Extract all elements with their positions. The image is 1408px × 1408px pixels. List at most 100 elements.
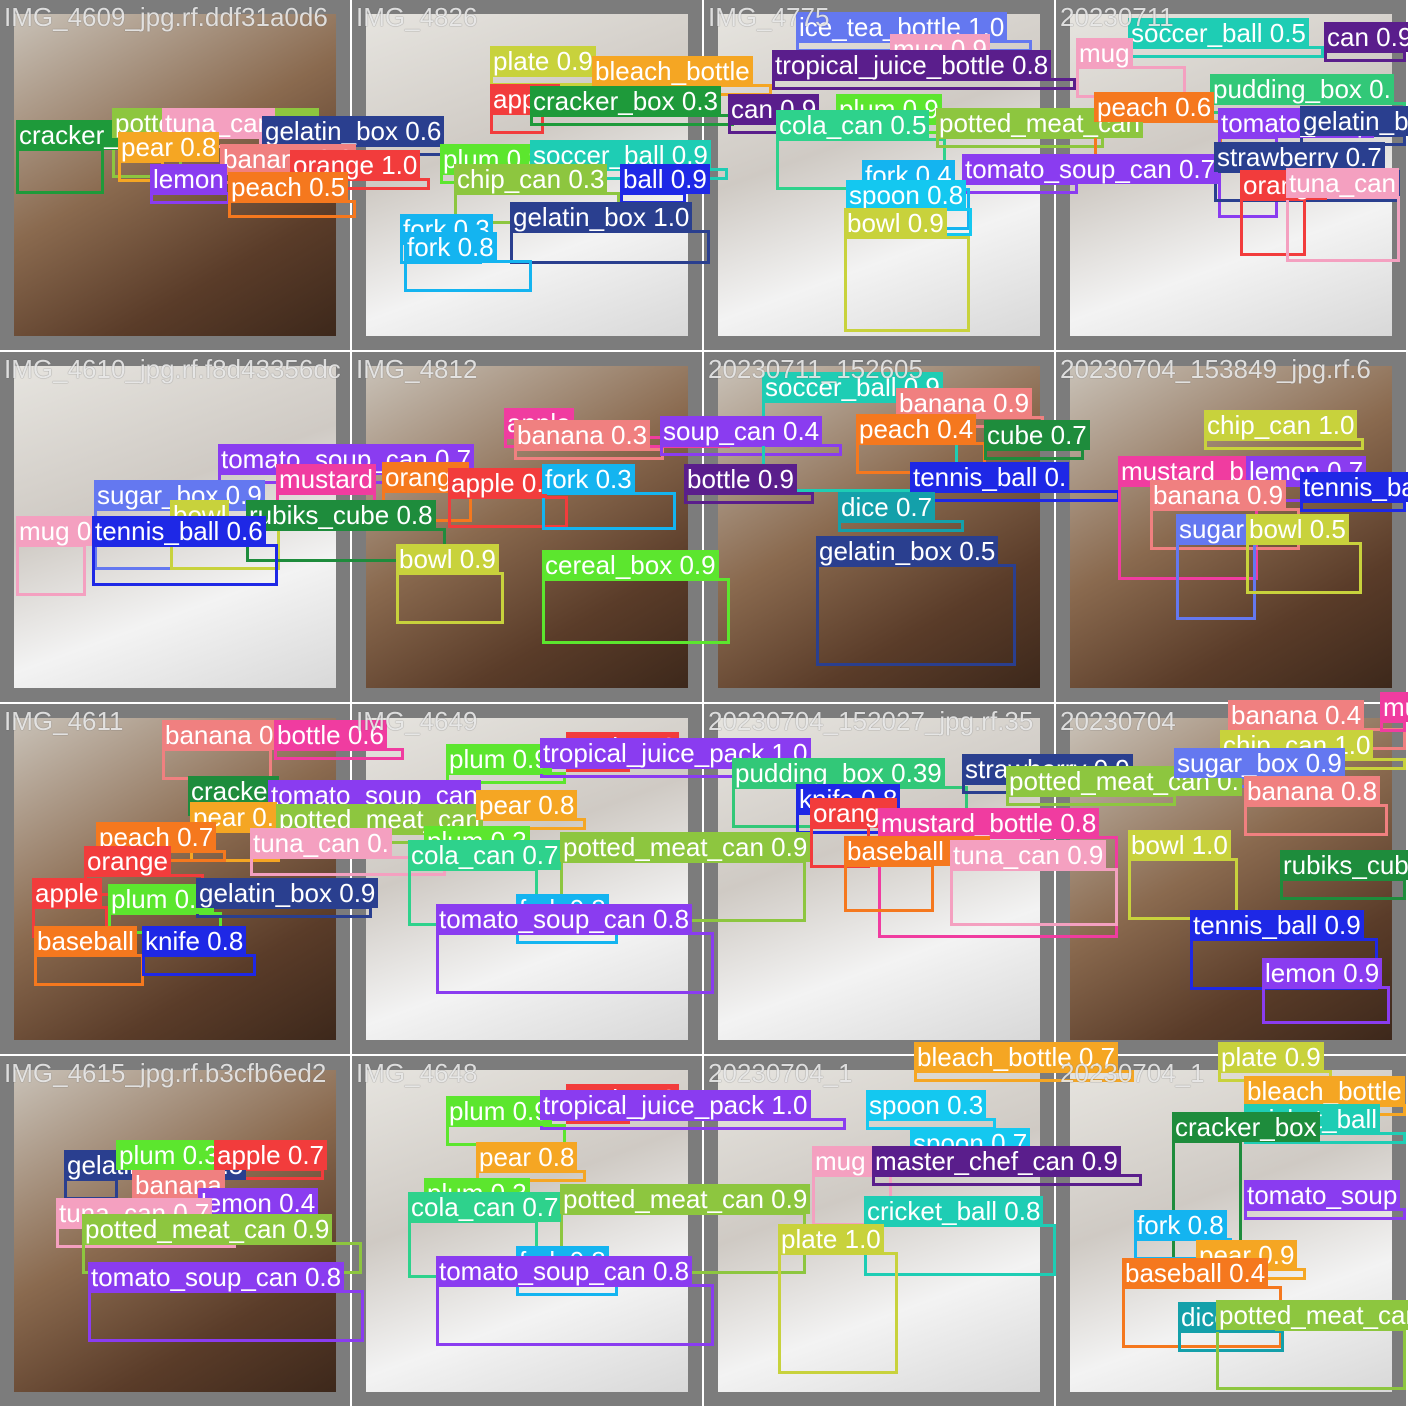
detection-label: plate 0.9 [1218, 1042, 1324, 1072]
detection-score: 0.7 [522, 840, 559, 870]
detection-label: bleach_bottle 0.7 [914, 1042, 1119, 1072]
detection-label: plum 0.9 [446, 744, 552, 774]
detection-class: strawberry [1217, 142, 1339, 172]
detection-class: pear [121, 132, 174, 162]
tile-filename: IMG_4611 [4, 706, 124, 736]
detection-class: bowl [847, 208, 901, 238]
tile-filename: 20230704_152027_jpg.rf.35 [708, 706, 1034, 736]
detection-label: spoon 0.3 [866, 1090, 987, 1120]
detection-score: 1.0 [771, 1090, 808, 1120]
detection-class: lemon [153, 164, 224, 194]
detection-class: sugar [1179, 514, 1245, 544]
detection-label: peach 0.6 [1094, 92, 1215, 122]
detection-label: plum 0.3 [116, 1140, 222, 1170]
detection-class: potted_meat_can [1219, 1300, 1408, 1330]
detection-class: gelatin_box [513, 202, 646, 232]
detection-label: apple 0.7 [214, 1140, 328, 1170]
detection-label: strawberry 0.7 [1214, 142, 1385, 172]
detection-label: cereal_box 0.9 [542, 550, 719, 580]
detection-class: cracker_box [533, 86, 675, 116]
detection-box [228, 200, 356, 218]
detection-class: tennis_ball [1303, 472, 1408, 502]
detection-class: cracker_box [1175, 1112, 1317, 1142]
detection-label: spoon 0.8 [846, 180, 967, 210]
detection-score: 0.6 [405, 116, 442, 146]
detection-box [844, 864, 934, 912]
detection-label: bowl 0.5 [1246, 514, 1349, 544]
tile-filename: IMG_4775 [708, 2, 830, 32]
detection-box [142, 954, 256, 976]
detection-score: 0. [521, 468, 544, 498]
detection-score: 0.7 [1178, 154, 1216, 184]
detection-label: tuna_can [1286, 168, 1399, 198]
detection-class: banana [165, 720, 252, 750]
detection-score: 1.0 [653, 202, 690, 232]
detection-class: lemon [201, 1188, 272, 1218]
detection-label: potted_meat_can [1216, 1300, 1408, 1330]
detection-box [542, 492, 676, 530]
detection-class: gelatin_box [265, 116, 398, 146]
detection-label: pear 0.8 [476, 1142, 578, 1172]
detection-class: plum [111, 884, 168, 914]
detection-score: 0.6 [226, 516, 263, 546]
detection-class: mustard_bottle [881, 808, 1053, 838]
detection-class: potted_meat_can [563, 1184, 764, 1214]
detection-label: tomato_soup_can 0.8 [436, 1256, 693, 1286]
detection-score: 0.8 [1004, 1196, 1041, 1226]
detection-label: soccer_ball 0.5 [1128, 18, 1309, 48]
detection-class: peach [1097, 92, 1168, 122]
detection-score: 0.3 [947, 1090, 984, 1120]
detection-class: tuna_can [1289, 168, 1396, 198]
tile-filename: IMG_4609_jpg.rf.ddf31a0d6 [4, 2, 328, 32]
detection-label: tennis_ball 0. [910, 462, 1070, 492]
tile-filename: IMG_4648 [356, 1058, 478, 1088]
detection-class: pudding_box [1213, 74, 1362, 104]
detection-class: tennis_ball [1193, 910, 1318, 940]
detection-score: 0.9 [757, 464, 794, 494]
detection-score: 0.4 [279, 1188, 316, 1218]
detection-class: tuna_can [953, 840, 1060, 870]
detection-class: fork [407, 232, 451, 262]
detection-label: banana 0.3 [514, 420, 651, 450]
detection-box [1176, 542, 1256, 620]
detection-label: potted_meat_can 0.9 [560, 832, 811, 862]
detection-class: knife [145, 926, 200, 956]
detection-score: 0.5 [1269, 18, 1306, 48]
detection-score: 0.6 [347, 720, 384, 750]
detection-score: 0.7 [1345, 142, 1382, 172]
detection-class: cracker [191, 776, 277, 806]
detection-label: cube 0.7 [984, 420, 1090, 450]
detection-label: fork 0.8 [1134, 1210, 1227, 1240]
detection-label: banana 0.9 [1150, 480, 1287, 510]
detection-label: tropical_juice_bottle 0.8 [772, 50, 1052, 80]
detection-score: 0.4 [1229, 1258, 1266, 1288]
detection-box [16, 544, 86, 596]
detection-score: 0. [367, 828, 389, 858]
detection-label: plate 1.0 [778, 1224, 884, 1254]
detection-label: gelatin_b [1300, 106, 1408, 136]
detection-label: mustard [276, 464, 376, 494]
detection-box [1244, 804, 1388, 836]
detection-label: bleach_bottle [592, 56, 753, 86]
detection-label: bleach_bottle [1244, 1076, 1405, 1106]
detection-label: mug 0 [16, 516, 95, 546]
detection-class: chip_can [457, 164, 562, 194]
detection-label: sugar [1176, 514, 1248, 544]
detection-score: 0.8 [304, 1262, 342, 1292]
detection-score: 0. [1369, 74, 1391, 104]
detection-class: plate [493, 46, 550, 76]
detection-class: plum [119, 1140, 176, 1170]
detection-score: 0.9 [1324, 910, 1361, 940]
detection-score: 0.8 [1341, 776, 1378, 806]
detection-score: 1.0 [844, 1224, 881, 1254]
detection-class: bowl [1249, 514, 1303, 544]
detection-score: 0.8 [207, 926, 244, 956]
detection-class: gelatin_b [1303, 106, 1408, 136]
detection-class: rubiks_cube [1283, 850, 1408, 880]
detection-class: soup_can [663, 416, 776, 446]
detection-label: banana 0.8 [1244, 776, 1381, 806]
detection-label: fork 0.3 [542, 464, 635, 494]
detection-class: tennis_ball [913, 462, 1038, 492]
detection-box [778, 1252, 898, 1374]
detection-score: 0.4 [1325, 700, 1362, 730]
